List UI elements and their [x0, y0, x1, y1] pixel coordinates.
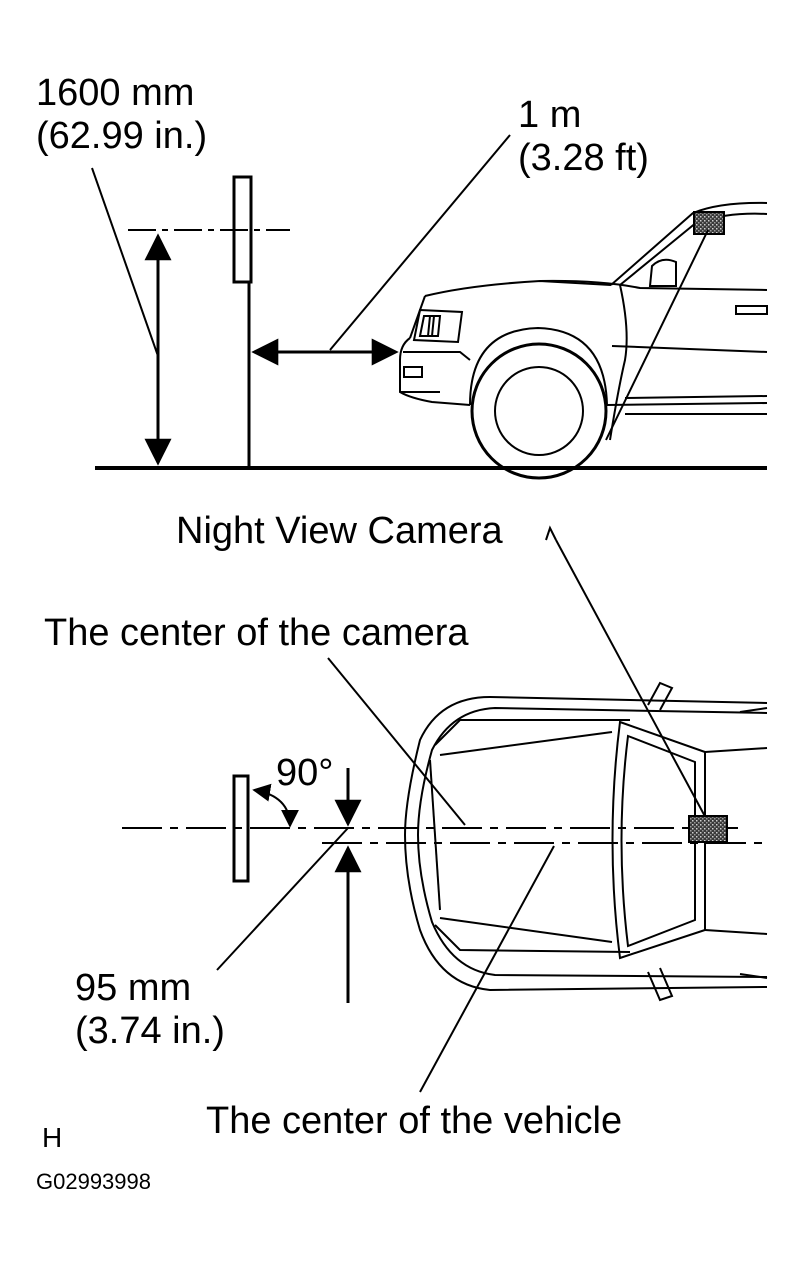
offset-leader-line — [216, 827, 349, 971]
camera-side-view — [693, 211, 725, 235]
corner-mark: H — [42, 1122, 63, 1153]
vehicle-center-leader — [419, 845, 555, 1093]
distance-leader-line — [329, 134, 511, 351]
distance-label: 1 m (3.28 ft) — [518, 94, 649, 179]
distance-ft-text: (3.28 ft) — [518, 136, 649, 179]
offset-in-text: (3.74 in.) — [75, 1009, 225, 1052]
figure-id: G02993998 — [36, 1169, 151, 1194]
offset-label: 95 mm (3.74 in.) — [75, 967, 225, 1052]
vehicle-top-outline — [403, 681, 768, 1002]
angle-label: 90° — [276, 752, 334, 794]
front-hub — [494, 366, 584, 456]
camera-center-leader — [327, 657, 466, 826]
height-mm-text: 1600 mm — [36, 72, 195, 114]
height-leader-line — [91, 167, 159, 357]
offset-mm-text: 95 mm — [75, 967, 192, 1009]
side-view — [91, 134, 768, 480]
distance-m-text: 1 m — [518, 94, 582, 136]
vehicle-center-label: The center of the vehicle — [206, 1100, 623, 1142]
camera-top-view — [688, 815, 728, 843]
right-angle-arc — [252, 783, 299, 828]
front-wheel — [470, 342, 608, 480]
top-view — [122, 657, 768, 1093]
camera-label: Night View Camera — [176, 510, 503, 552]
height-label: 1600 mm (62.99 in.) — [36, 72, 207, 157]
height-in-text: (62.99 in.) — [36, 114, 208, 157]
camera-center-label: The center of the camera — [44, 612, 469, 654]
camera-leader — [545, 229, 709, 823]
vehicle-side-profile — [399, 201, 768, 480]
